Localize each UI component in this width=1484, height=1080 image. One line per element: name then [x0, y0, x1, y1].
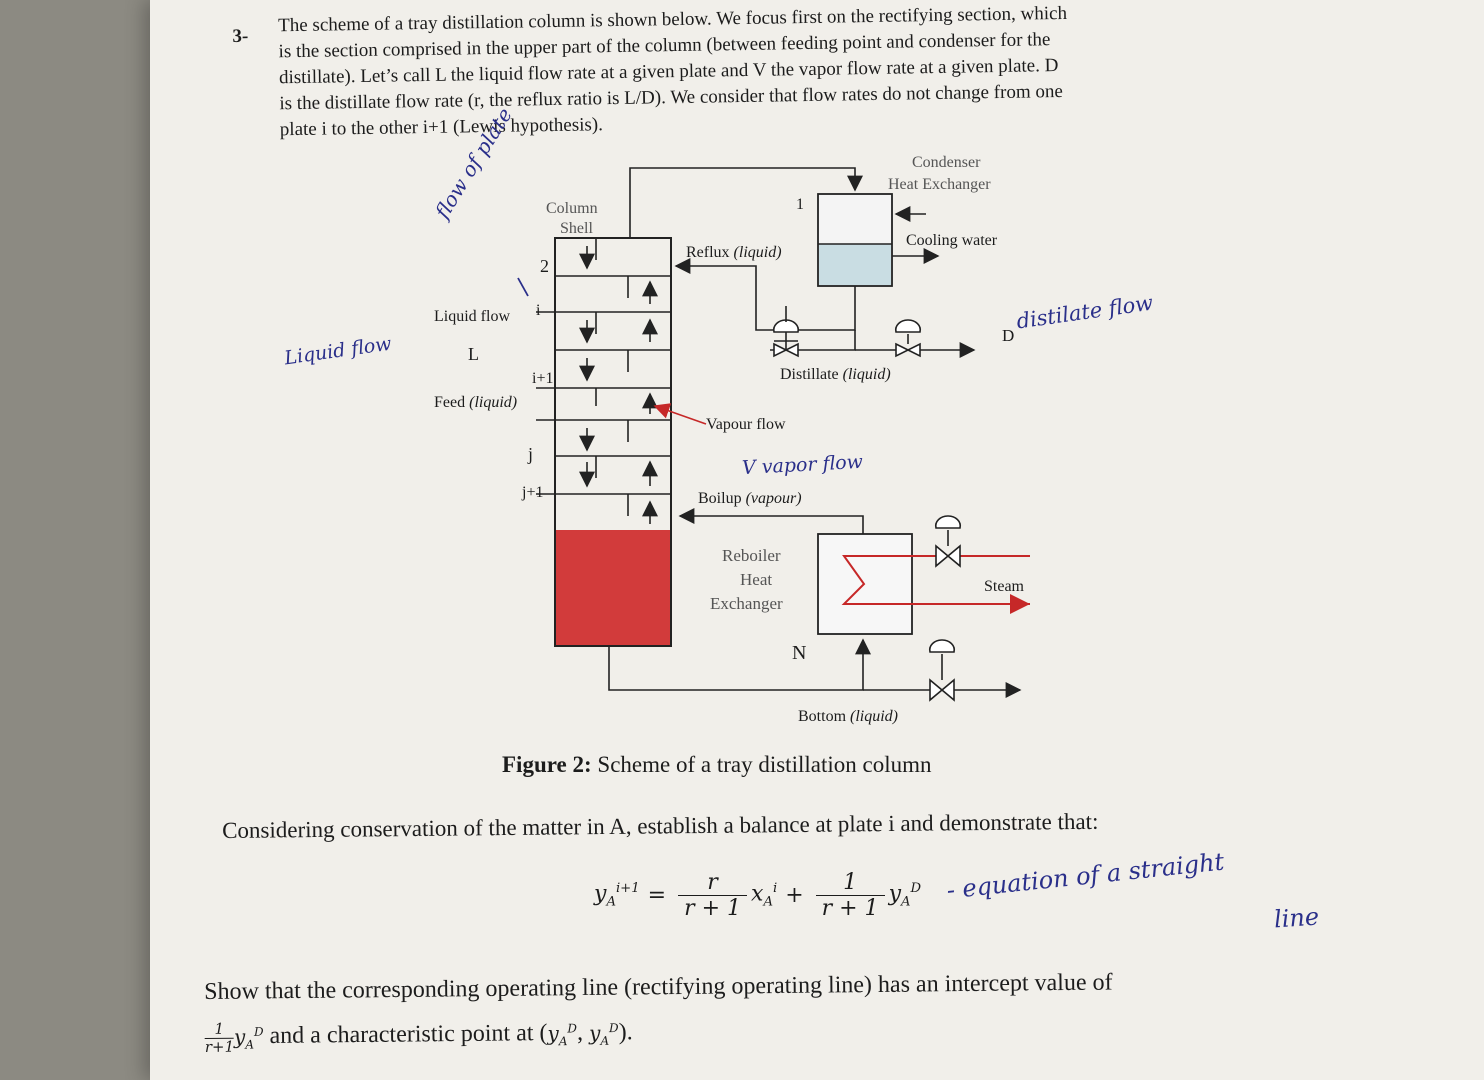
distillate-line — [770, 330, 856, 351]
reboiler-vessel — [817, 533, 913, 635]
plate-i-label: i — [536, 302, 541, 319]
intercept-yad: yAD — [233, 1024, 264, 1052]
overhead-line — [629, 167, 863, 238]
document-page: 3- The scheme of a tray distillation col… — [150, 0, 1484, 1080]
plate-1-label: 1 — [796, 196, 804, 213]
equation-fraction-1: r r + 1 — [678, 870, 748, 921]
reflux-line — [674, 258, 856, 331]
equation-fraction-2: 1 r + 1 — [815, 870, 885, 921]
bottom-valve — [928, 639, 956, 702]
handwritten-equation-note: - equation of a straight — [945, 847, 1226, 905]
boilup-line — [678, 508, 864, 534]
L-label: L — [468, 344, 479, 364]
plate-i1-label: i+1 — [532, 370, 554, 387]
show-text-middle: and a characteristic point at ( — [263, 1020, 548, 1050]
steam-coil — [841, 555, 1030, 605]
D-label: D — [1002, 326, 1015, 345]
show-text-end: ). — [618, 1019, 633, 1046]
plate-j-label: j — [528, 444, 534, 464]
condenser-label: Condenser — [912, 154, 981, 171]
equation-lhs: yAi+1 — [594, 881, 640, 910]
figure-caption: Figure 2: Scheme of a tray distillation … — [502, 752, 931, 778]
column-label: Column — [546, 200, 598, 217]
handwritten-equation-note-line: line — [1273, 902, 1320, 934]
reflux-valve — [772, 306, 800, 358]
handwritten-stroke — [517, 277, 529, 297]
show-text: Show that the corresponding operating li… — [204, 959, 1425, 1064]
equation-equals: = — [647, 883, 667, 908]
plate-N-label: N — [792, 642, 807, 664]
vapour-flow-label: Vapour flow — [706, 416, 786, 433]
distillate-valve — [894, 319, 922, 358]
characteristic-point-y: yAD — [588, 1020, 619, 1048]
show-text-comma: , — [576, 1019, 590, 1046]
characteristic-point-x: yAD — [547, 1020, 578, 1048]
bottom-label: Bottom (liquid) — [798, 708, 899, 725]
distillate-label: Distillate (liquid) — [780, 366, 891, 383]
equation-plus: + — [785, 883, 804, 908]
reflux-label: Reflux (liquid) — [686, 244, 782, 261]
column-bottom-liquid — [556, 530, 670, 645]
figure-caption-text: Scheme of a tray distillation column — [591, 752, 932, 777]
reboiler-label: Reboiler — [722, 546, 781, 565]
boilup-label: Boilup (vapour) — [698, 490, 802, 507]
figure-caption-label: Figure 2: — [502, 752, 592, 777]
column-shell — [554, 237, 672, 647]
equation-term-x: xAi — [751, 881, 778, 910]
reboiler-sublabel-2: Exchanger — [710, 594, 783, 613]
instruction-text: Considering conservation of the matter i… — [222, 808, 1099, 843]
reboiler-sublabel-1: Heat — [740, 570, 773, 589]
cooling-water-label: Cooling water — [906, 232, 998, 249]
condenser-sublabel: Heat Exchanger — [888, 176, 991, 193]
distillation-diagram — [517, 167, 1030, 702]
condenser-liquid — [819, 244, 891, 285]
plate-j1-label: j+1 — [522, 484, 544, 501]
liquid-flow-label: Liquid flow — [434, 308, 510, 325]
operating-line-equation: yAi+1 = r r + 1 xAi + 1 r + 1 yAD — [594, 870, 921, 921]
steam-label: Steam — [984, 578, 1024, 595]
steam-valve — [934, 515, 962, 568]
plate-2-label: 2 — [540, 256, 549, 276]
column-sublabel: Shell — [560, 220, 593, 237]
feed-label: Feed (liquid) — [434, 394, 518, 411]
bottom-line — [608, 638, 871, 691]
column-trays — [555, 238, 671, 516]
equation-term-yd: yAD — [888, 881, 922, 910]
